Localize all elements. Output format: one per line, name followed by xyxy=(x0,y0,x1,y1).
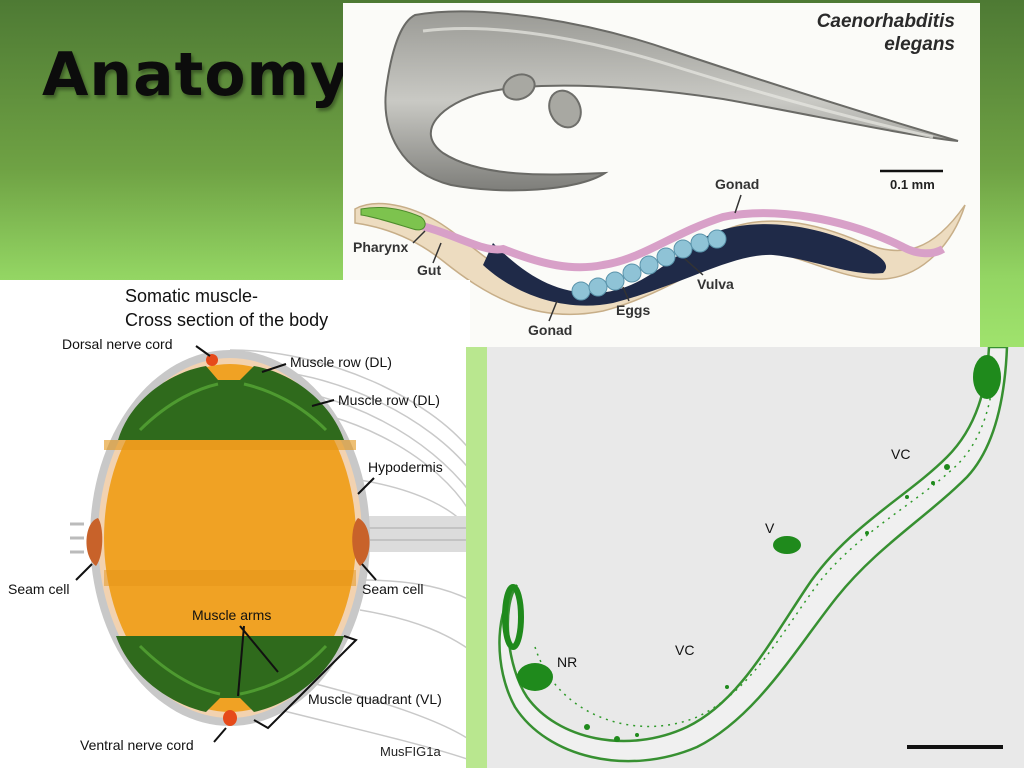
gut-shape xyxy=(417,209,946,272)
worm-anatomy-figure: Caenorhabditis elegans 0.1 mm Gonad Phar… xyxy=(353,10,966,338)
label-ventral-nerve-cord: Ventral nerve cord xyxy=(80,737,194,753)
species-name-line1: Caenorhabditis xyxy=(817,11,955,32)
muscle-heading-line2: Cross section of the body xyxy=(125,310,328,330)
species-name-line2: elegans xyxy=(884,34,955,55)
eggs-shape xyxy=(571,229,727,301)
ventral-muscle-quadrant xyxy=(116,636,344,712)
label-muscle-quadrant: Muscle quadrant (VL) xyxy=(308,691,442,707)
label-pharynx: Pharynx xyxy=(353,239,408,255)
muscle-heading-line1: Somatic muscle- xyxy=(125,286,258,306)
body-interior xyxy=(104,364,356,712)
label-vc-bottom: VC xyxy=(675,642,694,658)
ventral-nerve-cord-shape xyxy=(223,710,237,726)
figure-id-label: MusFIG1a xyxy=(380,744,441,759)
label-gonad-top: Gonad xyxy=(715,176,759,192)
label-nr: NR xyxy=(557,654,577,670)
dorsal-nerve-cord-shape xyxy=(206,354,218,366)
pharynx-shape xyxy=(360,206,426,231)
muscle-cross-section-panel: Somatic muscle- Cross section of the bod… xyxy=(0,280,470,768)
egg-image xyxy=(548,89,582,129)
egg-image xyxy=(502,73,536,101)
label-eggs: Eggs xyxy=(616,302,650,318)
dic-worm-image xyxy=(384,10,959,192)
label-hypodermis: Hypodermis xyxy=(368,459,443,475)
muscle-cross-section-figure: Somatic muscle- Cross section of the bod… xyxy=(8,286,470,761)
seam-cell-left-shape xyxy=(86,518,103,566)
label-dorsal-nerve-cord: Dorsal nerve cord xyxy=(62,336,173,352)
slide-title: Anatomy xyxy=(42,40,351,110)
label-muscle-row-1: Muscle row (DL) xyxy=(290,354,392,370)
label-muscle-arms: Muscle arms xyxy=(192,607,271,623)
fluorescence-image-panel: VC V VC NR xyxy=(487,347,1024,768)
scale-label: 0.1 mm xyxy=(890,177,935,192)
gonad-shape xyxy=(483,224,887,306)
label-muscle-row-2: Muscle row (DL) xyxy=(338,392,440,408)
fluorescence-worm-image: VC V VC NR xyxy=(498,347,1009,763)
label-seam-cell-right: Seam cell xyxy=(362,581,423,597)
fluorescent-worm-body xyxy=(498,347,1009,763)
label-vulva: Vulva xyxy=(697,276,734,292)
label-vc-top: VC xyxy=(891,446,910,462)
label-gut: Gut xyxy=(417,262,441,278)
fluorescent-clusters xyxy=(502,355,1001,742)
seam-cell-right-shape xyxy=(352,518,370,566)
dorsal-muscle-quadrant xyxy=(118,366,344,440)
label-seam-cell-left: Seam cell xyxy=(8,581,69,597)
label-gonad-bottom: Gonad xyxy=(528,322,572,338)
decorative-strip xyxy=(466,347,487,768)
label-v: V xyxy=(765,520,775,536)
